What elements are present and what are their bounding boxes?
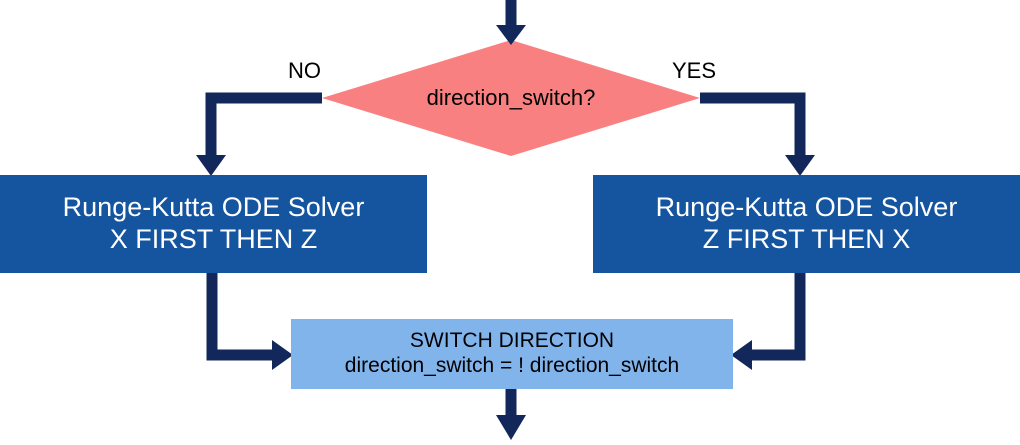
switch-direction[interactable]: SWITCH DIRECTION direction_switch = ! di…	[291, 319, 733, 389]
no-branch-connector	[196, 92, 322, 176]
left-to-switch-connector	[206, 273, 293, 370]
process-z-first-line2: Z FIRST THEN X	[702, 224, 911, 254]
edge-label-no: NO	[288, 58, 321, 83]
process-x-first-line2: X FIRST THEN Z	[109, 224, 318, 254]
switch-direction-line2: direction_switch = ! direction_switch	[344, 354, 680, 377]
switch-direction-text: SWITCH DIRECTION direction_switch = ! di…	[291, 319, 733, 389]
edge-label-yes: YES	[672, 58, 717, 83]
decision-diamond-shape[interactable]	[322, 40, 700, 156]
process-x-first-line1: Runge-Kutta ODE Solver	[62, 192, 365, 223]
process-x-first[interactable]: Runge-Kutta ODE Solver X FIRST THEN Z	[0, 175, 427, 273]
process-z-first[interactable]: Runge-Kutta ODE Solver Z FIRST THEN X	[593, 175, 1020, 273]
right-to-switch-connector	[731, 273, 806, 370]
exit-arrow	[496, 389, 526, 440]
process-x-first-text: Runge-Kutta ODE Solver X FIRST THEN Z	[0, 175, 427, 273]
entry-arrow	[496, 0, 526, 45]
process-z-first-line1: Runge-Kutta ODE Solver	[655, 192, 958, 223]
yes-branch-connector	[700, 92, 815, 176]
switch-direction-line1: SWITCH DIRECTION	[409, 329, 615, 353]
process-z-first-text: Runge-Kutta ODE Solver Z FIRST THEN X	[593, 175, 1020, 273]
